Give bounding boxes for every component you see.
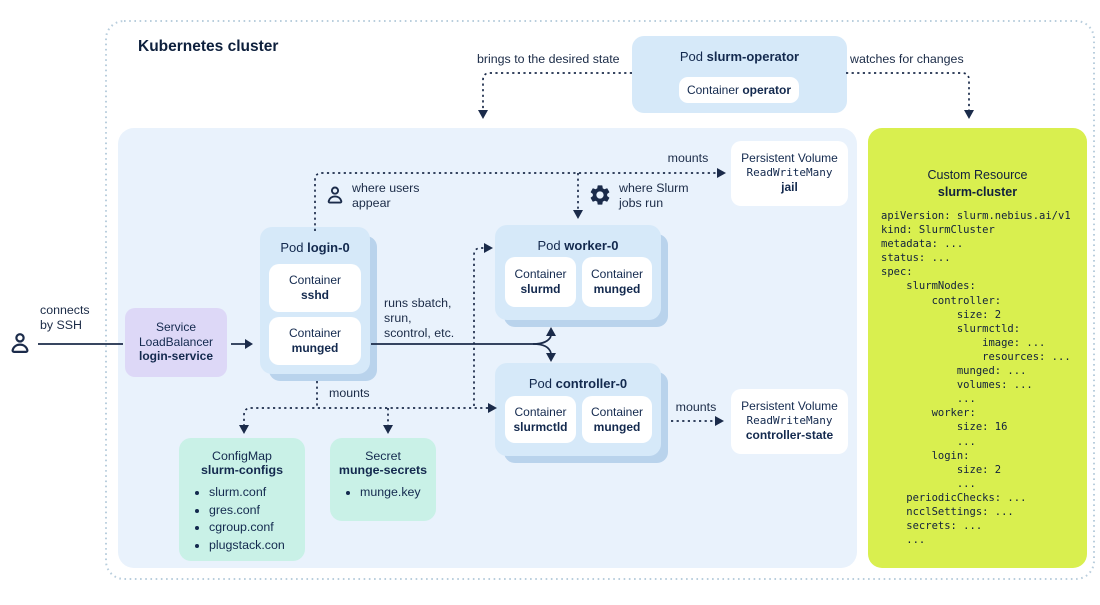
pod-slurm-operator: Pod slurm-operator Container operator [632,36,847,113]
service-type: LoadBalancer [138,334,214,349]
pod-login-title: Pod login-0 [280,240,350,255]
edge-operator-to-cluster [482,72,632,111]
user-icon [11,333,29,353]
service-loadbalancer: Service LoadBalancer login-service [125,308,227,377]
custom-resource-yaml: apiVersion: slurm.nebius.ai/v1 kind: Slu… [881,210,1071,547]
label-where-users-appear: where users appear [352,181,420,210]
persistent-volume-controller-state: Persistent Volume ReadWriteMany controll… [731,389,848,454]
configmap-file: plugstack.con [209,538,305,553]
label-watches-for-changes: watches for changes [850,52,964,66]
container-operator: Container operator [679,77,799,103]
configmap-name: slurm-configs [201,463,283,477]
configmap-kind: ConfigMap [212,449,272,463]
label-connects-by-ssh: connects by SSH [40,303,90,332]
pv-jail-kind: Persistent Volume [741,151,838,165]
users-appear-icon [327,186,343,204]
secret-name: munge-secrets [338,463,428,477]
pv-cs-access-mode: ReadWriteMany [746,413,833,427]
pod-controller-title: Pod controller-0 [528,376,628,391]
pod-slurm-operator-title: Pod slurm-operator [679,49,800,64]
persistent-volume-jail: Persistent Volume ReadWriteMany jail [731,141,848,206]
label-mounts-configs: mounts [329,386,370,400]
service-kind: Service [155,320,196,334]
pv-jail-access-mode: ReadWriteMany [746,165,833,179]
pv-cs-name: controller-state [745,428,834,442]
label-where-slurm-jobs-run: where Slurm jobs run [619,181,689,210]
configmap-file: gres.conf [209,503,305,518]
label-runs-sbatch: runs sbatch, srun, scontrol, etc. [384,296,455,340]
label-brings-to-desired-state: brings to the desired state [477,52,620,66]
secret-card: Secret munge-secrets munge.key [330,438,436,521]
edge-operator-to-custom-resource [846,72,970,111]
secret-file: munge.key [360,485,436,500]
pv-jail-name: jail [781,180,798,194]
secret-file-list: munge.key [330,485,436,500]
custom-resource-kind: Custom Resource [927,168,1028,182]
label-mounts-controller-state: mounts [675,400,717,414]
service-name: login-service [138,349,214,363]
secret-kind: Secret [365,449,401,463]
custom-resource-name: slurm-cluster [937,185,1018,199]
custom-resource-card: Custom Resource slurm-cluster apiVersion… [868,128,1087,568]
label-mounts-jail: mounts [667,151,709,165]
arrowhead [964,110,974,119]
configmap-file: slurm.conf [209,485,305,500]
arrowhead [478,110,488,119]
pv-cs-kind: Persistent Volume [741,399,838,413]
gear-icon [590,185,610,205]
pod-worker-title: Pod worker-0 [537,238,619,253]
configmap-file-list: slurm.conf gres.conf cgroup.conf plugsta… [179,485,305,553]
configmap-card: ConfigMap slurm-configs slurm.conf gres.… [179,438,305,561]
configmap-file: cgroup.conf [209,521,305,535]
cluster-title: Kubernetes cluster [138,38,279,55]
